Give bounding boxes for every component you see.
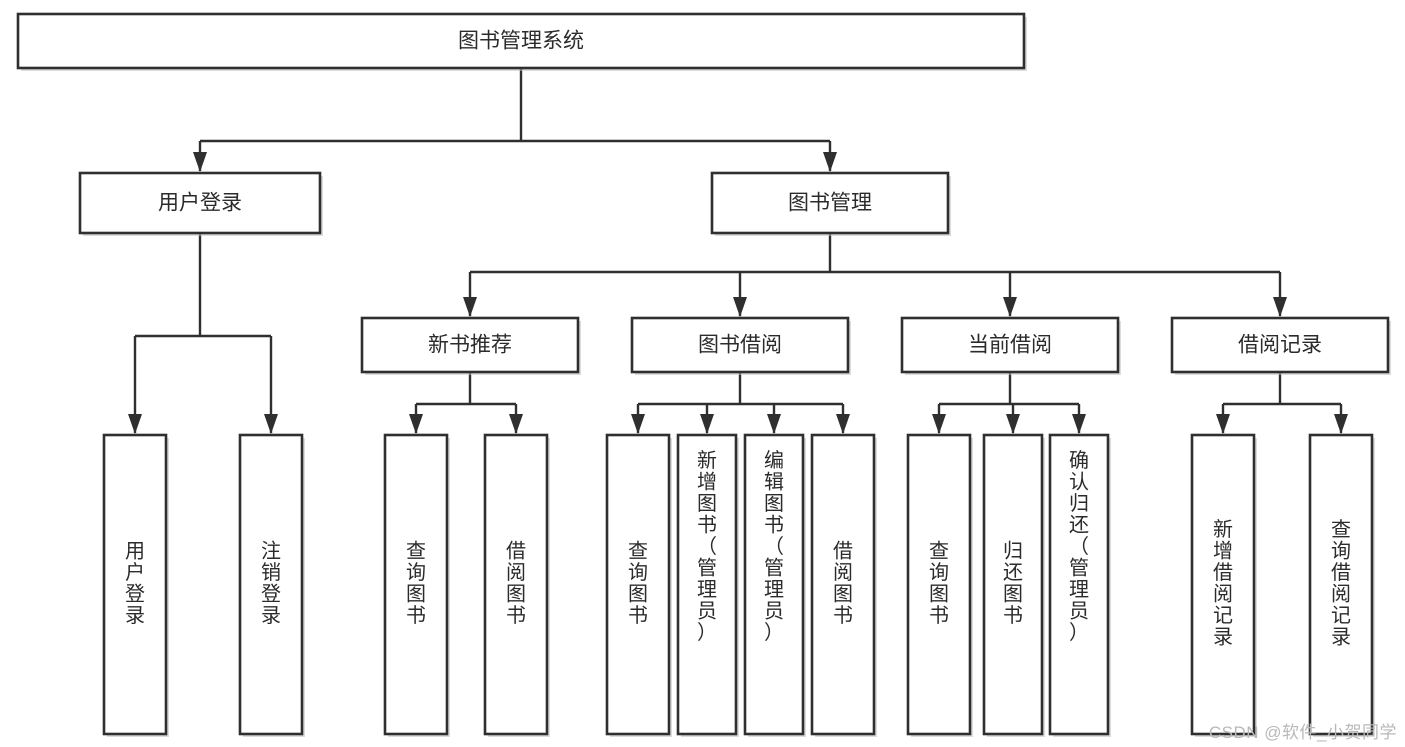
- node-label: 新增借阅记录: [1213, 518, 1233, 649]
- node-label: 查询图书: [929, 540, 949, 628]
- node-查询图书[interactable]: 查询图书: [383, 433, 450, 737]
- node-图书管理[interactable]: 图书管理: [710, 171, 951, 236]
- node-label: 确认归还（管理员）: [1069, 449, 1089, 644]
- node-label: 用户登录: [125, 541, 145, 628]
- node-图书借阅[interactable]: 图书借阅: [630, 316, 851, 375]
- node-label: 借阅记录: [1238, 334, 1322, 357]
- arrow-head-icon: [193, 152, 207, 172]
- node-label: 借阅图书: [833, 540, 853, 628]
- node-label: 当前借阅: [968, 334, 1052, 357]
- arrow-head-icon: [409, 414, 423, 434]
- node-用户登录[interactable]: 用户登录: [78, 171, 323, 236]
- arrow-head-icon: [463, 297, 477, 317]
- arrow-head-icon: [1072, 414, 1086, 434]
- node-label: 借阅图书: [506, 540, 526, 628]
- node-label: 编辑图书（管理员）: [764, 449, 784, 644]
- arrow-head-icon: [1003, 297, 1017, 317]
- node-layer: 图书管理系统用户登录图书管理新书推荐图书借阅当前借阅借阅记录用户登录注销登录查询…: [16, 12, 1391, 737]
- arrow-head-icon: [836, 414, 850, 434]
- arrow-head-icon: [700, 414, 714, 434]
- node-查询借阅记录[interactable]: 查询借阅记录: [1308, 433, 1375, 737]
- node-新书推荐[interactable]: 新书推荐: [360, 316, 581, 375]
- node-label: 用户登录: [158, 192, 242, 215]
- node-label: 图书管理: [788, 192, 872, 215]
- node-label: 注销登录: [261, 540, 281, 628]
- node-新增图书管理员[interactable]: 新增图书（管理员）: [676, 433, 739, 737]
- node-查询图书[interactable]: 查询图书: [906, 433, 973, 737]
- arrow-head-icon: [128, 414, 142, 434]
- node-label: 图书借阅: [698, 334, 782, 357]
- watermark-text: CSDN @软件_小贺同学: [1208, 723, 1397, 742]
- node-借阅记录[interactable]: 借阅记录: [1170, 316, 1391, 375]
- node-label: 归还图书: [1003, 540, 1023, 628]
- node-图书管理系统[interactable]: 图书管理系统: [16, 12, 1027, 71]
- arrow-head-icon: [1273, 297, 1287, 317]
- node-label: 新增图书（管理员）: [697, 449, 717, 644]
- node-label: 新书推荐: [428, 334, 512, 357]
- node-新增借阅记录[interactable]: 新增借阅记录: [1190, 433, 1257, 737]
- arrow-head-icon: [932, 414, 946, 434]
- node-借阅图书[interactable]: 借阅图书: [810, 433, 877, 737]
- arrow-head-icon: [733, 297, 747, 317]
- node-label: 查询图书: [406, 540, 426, 628]
- arrow-head-icon: [767, 414, 781, 434]
- connector-layer: [128, 68, 1348, 434]
- node-当前借阅[interactable]: 当前借阅: [900, 316, 1121, 375]
- node-注销登录[interactable]: 注销登录: [238, 433, 305, 737]
- node-归还图书[interactable]: 归还图书: [982, 433, 1045, 737]
- arrow-head-icon: [264, 414, 278, 434]
- arrow-head-icon: [823, 152, 837, 172]
- arrow-head-icon: [631, 414, 645, 434]
- node-借阅图书[interactable]: 借阅图书: [483, 433, 550, 737]
- node-label: 查询图书: [628, 540, 648, 628]
- arrow-head-icon: [509, 414, 523, 434]
- arrow-head-icon: [1216, 414, 1230, 434]
- node-查询图书[interactable]: 查询图书: [605, 433, 672, 737]
- arrow-head-icon: [1334, 414, 1348, 434]
- node-label: 查询借阅记录: [1331, 518, 1351, 649]
- node-确认归还管理员[interactable]: 确认归还（管理员）: [1048, 433, 1111, 737]
- node-label: 图书管理系统: [458, 30, 584, 53]
- node-编辑图书管理员[interactable]: 编辑图书（管理员）: [743, 433, 806, 737]
- node-用户登录[interactable]: 用户登录: [102, 433, 169, 737]
- arrow-head-icon: [1006, 414, 1020, 434]
